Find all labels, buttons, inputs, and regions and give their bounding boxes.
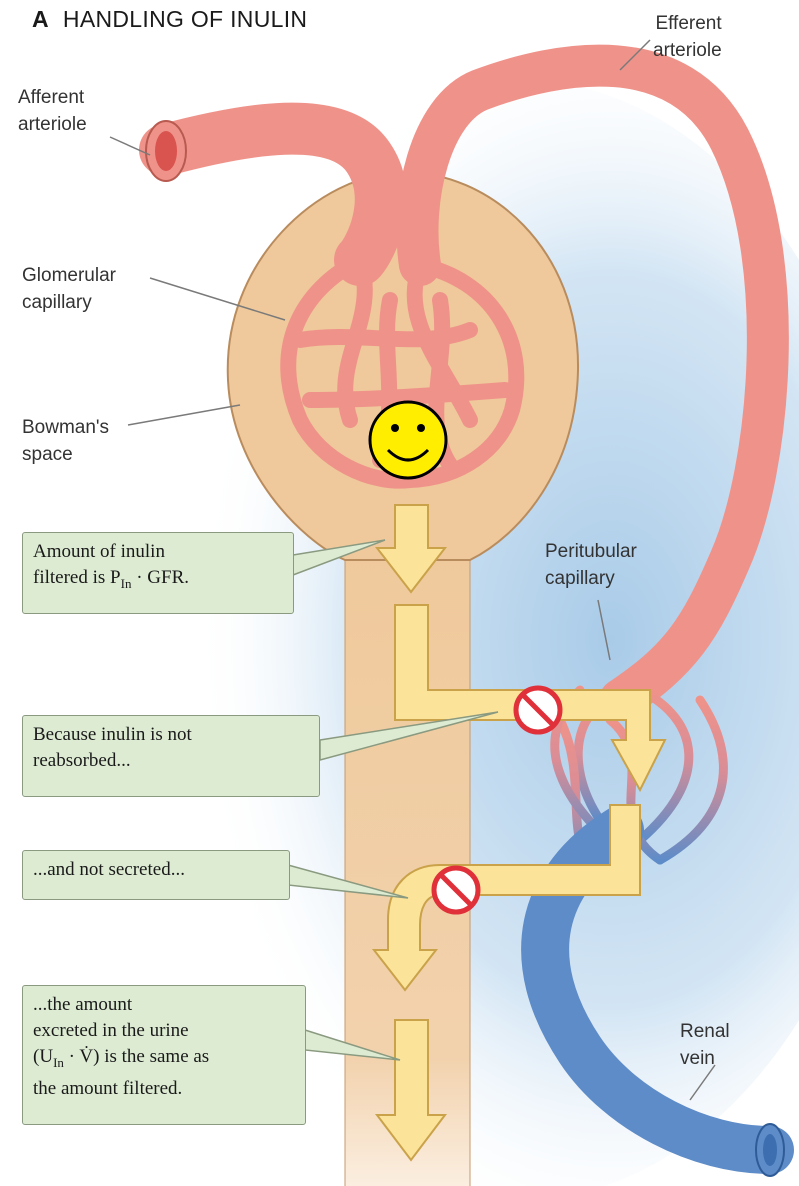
figure-letter: A xyxy=(32,6,49,32)
smiley-face-icon xyxy=(370,402,446,478)
afferent-arteriole-label: Afferent arteriole xyxy=(18,84,87,138)
peritubular-capillary-label: Peritubular capillary xyxy=(545,538,637,592)
filtered-formula: filtered is PIn · GFR. xyxy=(33,565,283,597)
block-secretion-icon xyxy=(434,868,478,912)
figure-title: A HANDLING OF INULIN xyxy=(32,6,307,33)
figure-title-text: HANDLING OF INULIN xyxy=(63,6,307,32)
renal-vein-label: Renal vein xyxy=(680,1018,730,1072)
filtered-callout: Amount of inulin filtered is PIn · GFR. xyxy=(22,532,294,614)
block-reabsorption-icon xyxy=(516,688,560,732)
glomerular-capillary-label: Glomerular capillary xyxy=(22,262,116,316)
secreted-callout: ...and not secreted... xyxy=(22,850,290,900)
bowman-space-label: Bowman's space xyxy=(22,414,109,468)
excreted-callout: ...the amount excreted in the urine (UIn… xyxy=(22,985,306,1125)
efferent-arteriole-label: Efferent arteriole xyxy=(653,10,722,64)
excreted-formula: (UIn · V̇) is the same as xyxy=(33,1044,295,1076)
reabsorbed-callout: Because inulin is not reabsorbed... xyxy=(22,715,320,797)
